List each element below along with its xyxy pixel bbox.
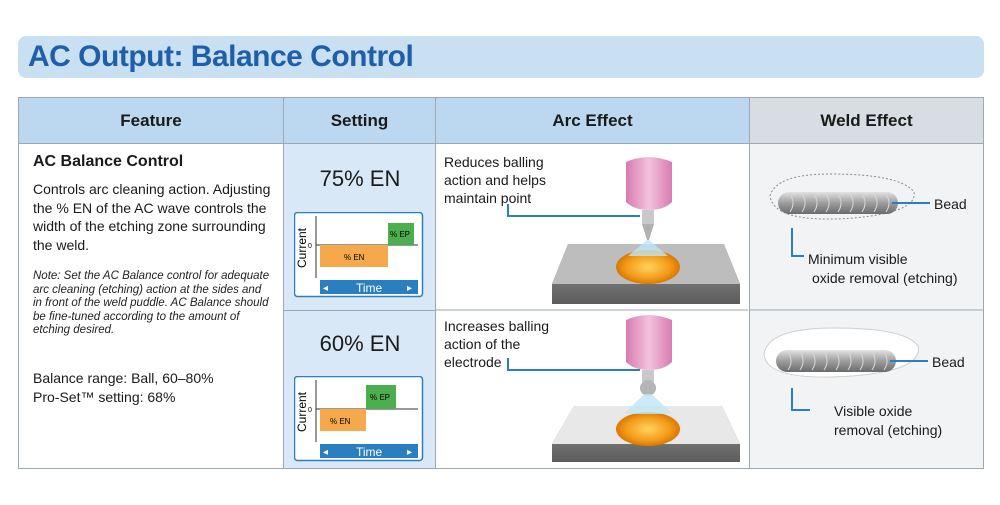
svg-text:◂: ◂ bbox=[323, 283, 328, 294]
callout-line-1 bbox=[507, 204, 640, 217]
header-arc-effect: Arc Effect bbox=[436, 98, 750, 143]
waveform-graph-1: 0 Current % EN % EP ◂ ▸ Time bbox=[294, 212, 424, 298]
etching-pointer-1 bbox=[791, 228, 804, 257]
svg-text:▸: ▸ bbox=[407, 283, 412, 294]
balance-range: Balance range: Ball, 60–80% bbox=[33, 370, 214, 386]
setting-value-2: 60% EN bbox=[319, 331, 401, 356]
feature-range: Balance range: Ball, 60–80% Pro-Set™ set… bbox=[33, 369, 273, 406]
svg-text:▸: ▸ bbox=[407, 447, 412, 458]
header-weld-effect: Weld Effect bbox=[750, 98, 983, 143]
balance-table: Feature Setting Arc Effect Weld Effect A… bbox=[18, 97, 984, 469]
weld-illustration bbox=[750, 173, 983, 411]
arc-cone-icon bbox=[628, 240, 668, 256]
time-axis-bar-2 bbox=[320, 444, 418, 458]
weld-effect-text-2a: Visible oxide bbox=[834, 403, 913, 419]
en-label-1: % EN bbox=[344, 253, 365, 262]
arc-effect-text-1: Reduces balling action and helps maintai… bbox=[444, 154, 546, 206]
arc-effect-cell: Reduces balling action and helps maintai… bbox=[436, 144, 750, 468]
ep-block-1 bbox=[388, 223, 414, 245]
header-divider bbox=[19, 143, 983, 144]
weld-effect-text-1a: Minimum visible bbox=[808, 251, 908, 267]
weld-effect-text-1b: oxide removal (etching) bbox=[812, 270, 958, 286]
arc-illustration-1 bbox=[436, 157, 748, 462]
waveform-graph-2: 0 Current % EN % EP ◂ ▸ Time bbox=[294, 376, 424, 462]
weld-bead-icon-2 bbox=[776, 350, 896, 372]
ep-label-2: % EP bbox=[370, 393, 390, 402]
etching-zone-outline-1 bbox=[769, 173, 915, 220]
feature-note: Note: Set the AC Balance control for ade… bbox=[33, 270, 270, 336]
bead-label-1: Bead bbox=[934, 196, 967, 212]
row-divider-setting bbox=[284, 310, 436, 311]
bead-label-2: Bead bbox=[932, 354, 965, 370]
graph-zero-1: 0 bbox=[308, 243, 312, 250]
arc-cone-icon-2 bbox=[624, 394, 672, 414]
en-block-1 bbox=[320, 245, 388, 267]
header-feature: Feature bbox=[19, 98, 284, 143]
feature-cell: AC Balance Control Controls arc cleaning… bbox=[19, 144, 284, 468]
en-label-2: % EN bbox=[330, 417, 351, 426]
setting-value-1: 75% EN bbox=[319, 166, 401, 191]
graph-ylabel-1: Current bbox=[295, 227, 309, 268]
ep-label-1: % EP bbox=[390, 230, 410, 239]
feature-title: AC Balance Control bbox=[33, 153, 184, 170]
ep-block-2 bbox=[366, 385, 396, 409]
weld-puddle-icon-2 bbox=[616, 412, 680, 446]
feature-description: Controls arc cleaning action. Adjusting … bbox=[33, 181, 271, 253]
setting-cell: 75% EN 0 Current % EN % EP ◂ ▸ Time 60% … bbox=[284, 144, 436, 468]
callout-line-2 bbox=[507, 358, 640, 371]
balled-electrode-icon bbox=[640, 380, 656, 396]
time-label-2: Time bbox=[356, 445, 383, 459]
torch-cup-icon bbox=[626, 157, 672, 210]
graph-ylabel-2: Current bbox=[295, 391, 309, 432]
weld-effect-text-2b: removal (etching) bbox=[834, 422, 943, 438]
page-title: AC Output: Balance Control bbox=[28, 40, 414, 73]
svg-text:◂: ◂ bbox=[323, 447, 328, 458]
en-block-2 bbox=[320, 409, 366, 431]
title-bar: AC Output: Balance Control bbox=[18, 36, 984, 78]
pointed-electrode-icon bbox=[642, 224, 654, 240]
torch-cup-icon-2 bbox=[626, 315, 672, 370]
weld-bead-icon-1 bbox=[778, 192, 898, 214]
weld-puddle-icon bbox=[616, 250, 680, 284]
etching-pointer-2 bbox=[791, 388, 810, 411]
graph-zero-2: 0 bbox=[308, 407, 312, 414]
time-axis-bar-1 bbox=[320, 280, 418, 294]
weld-effect-cell: Bead Minimum visible oxide removal (etch… bbox=[750, 144, 983, 468]
arc-effect-text-2: Increases balling action of the electrod… bbox=[444, 318, 550, 370]
pro-set-setting: Pro-Set™ setting: 68% bbox=[33, 388, 176, 405]
time-label-1: Time bbox=[356, 281, 383, 295]
header-setting: Setting bbox=[284, 98, 436, 143]
